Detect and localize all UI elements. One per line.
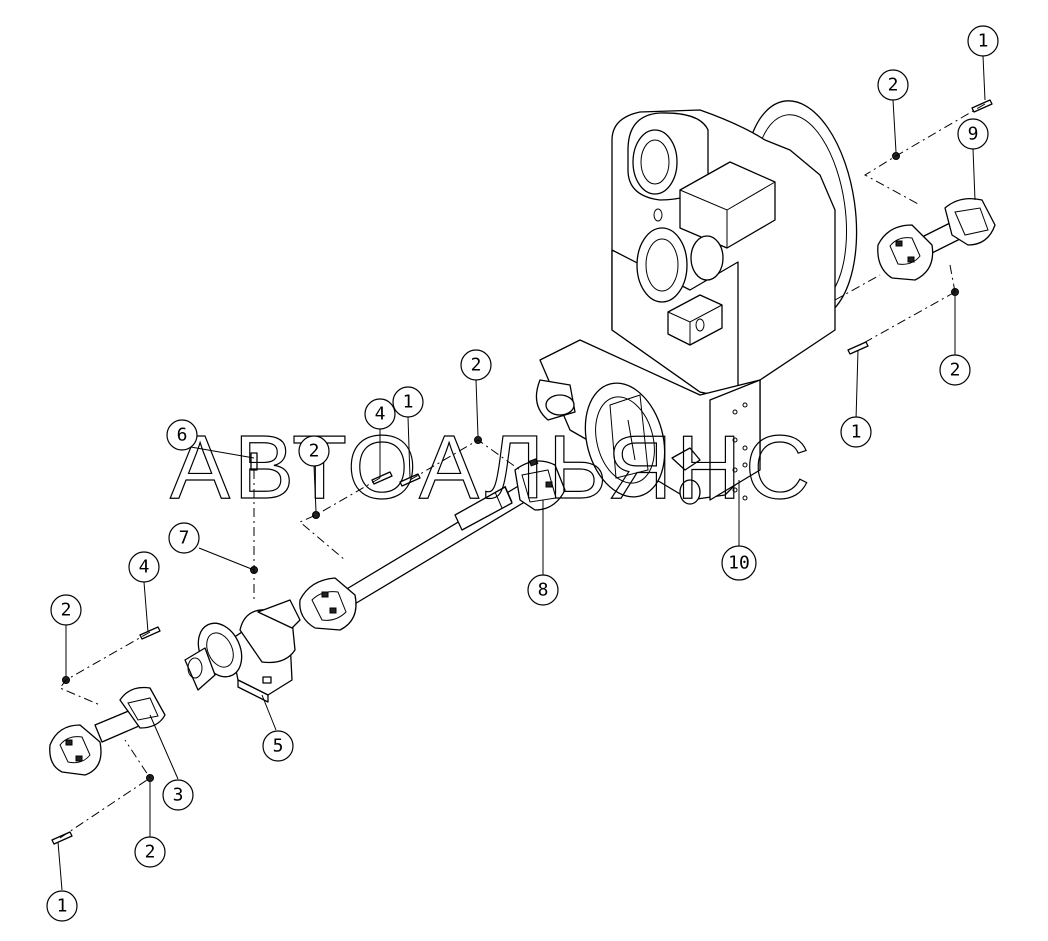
svg-text:4: 4 <box>139 557 150 578</box>
cardan-shaft-right <box>877 197 996 281</box>
svg-text:1: 1 <box>851 422 862 443</box>
coupling-8 <box>514 458 566 511</box>
svg-text:2: 2 <box>471 355 482 376</box>
callout-10: 10 <box>721 545 757 581</box>
callout-4: 4 <box>364 398 396 430</box>
svg-text:1: 1 <box>978 31 989 52</box>
svg-text:2: 2 <box>61 600 72 621</box>
svg-text:4: 4 <box>375 404 386 425</box>
callout-9: 9 <box>957 118 989 150</box>
callout-2: 2 <box>939 354 971 386</box>
svg-text:2: 2 <box>145 842 156 863</box>
callout-1: 1 <box>840 416 872 448</box>
svg-text:1: 1 <box>57 896 68 917</box>
callout-leaders <box>57 55 986 891</box>
svg-text:10: 10 <box>728 553 750 574</box>
svg-text:2: 2 <box>888 75 899 96</box>
callout-2: 2 <box>134 836 166 868</box>
svg-text:2: 2 <box>950 360 961 381</box>
svg-text:9: 9 <box>968 124 979 145</box>
callout-7: 7 <box>168 522 200 554</box>
callout-2: 2 <box>50 594 82 626</box>
callout-1: 1 <box>967 25 999 57</box>
callout-2: 2 <box>460 349 492 381</box>
callout-1: 1 <box>46 890 78 922</box>
callout-2: 2 <box>298 435 330 467</box>
callout-4: 4 <box>128 551 160 583</box>
assembly-axis-lines <box>59 103 986 839</box>
gearbox-housing <box>535 100 858 505</box>
callout-1: 1 <box>392 386 424 418</box>
svg-text:2: 2 <box>309 441 320 462</box>
callout-6: 6 <box>166 419 198 451</box>
bearing-support-5 <box>184 599 301 703</box>
cardan-shaft-left <box>49 686 166 776</box>
svg-text:8: 8 <box>538 580 549 601</box>
shaft-coupling-front <box>299 577 357 631</box>
callout-3: 3 <box>162 779 194 811</box>
svg-text:5: 5 <box>273 736 284 757</box>
svg-text:1: 1 <box>403 392 414 413</box>
watermark-text: АВТОАЛЬЯНС <box>170 418 814 518</box>
callout-5: 5 <box>262 730 294 762</box>
callout-2: 2 <box>877 69 909 101</box>
callout-8: 8 <box>527 574 559 606</box>
svg-text:7: 7 <box>179 528 190 549</box>
svg-text:6: 6 <box>177 425 188 446</box>
svg-text:3: 3 <box>173 785 184 806</box>
